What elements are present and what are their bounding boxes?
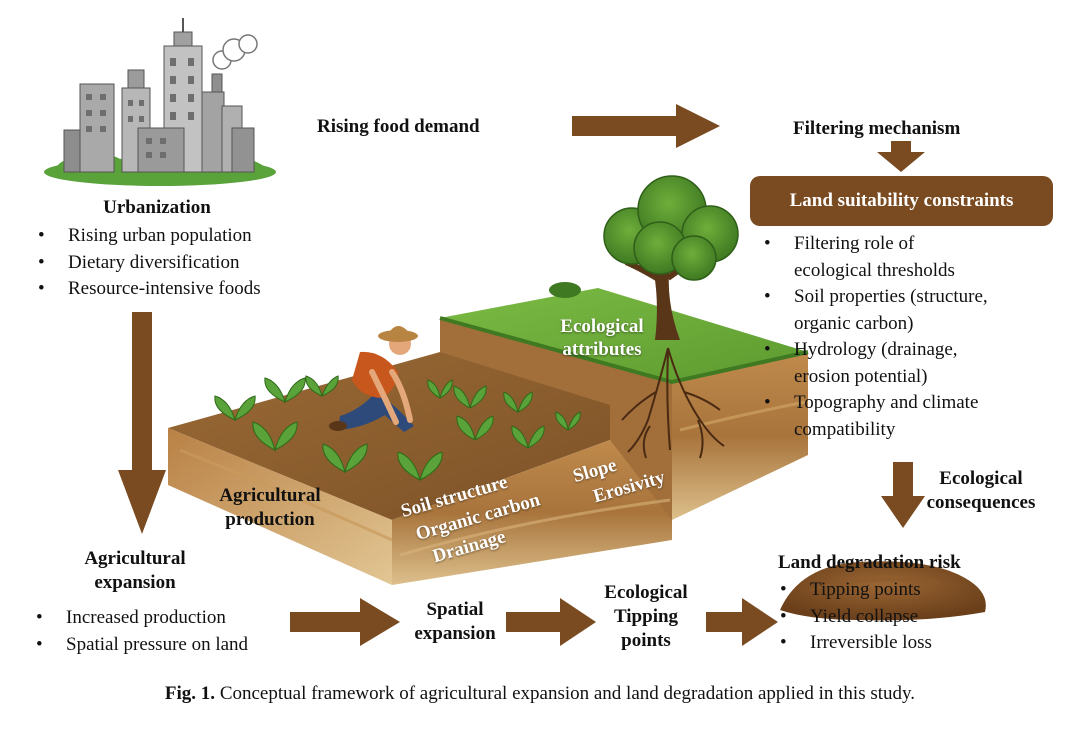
list-item: Spatial pressure on land xyxy=(32,632,302,659)
list-item: Yield collapse xyxy=(776,604,1016,631)
rising-food-demand-label: Rising food demand xyxy=(317,116,480,137)
urbanization-bullets: Rising urban population Dietary diversif… xyxy=(34,223,324,303)
figure-caption-text: Conceptual framework of agricultural exp… xyxy=(215,683,916,704)
land-degradation-bullets: Tipping points Yield collapse Irreversib… xyxy=(776,577,1016,657)
ecological-consequences-label: Ecological consequences xyxy=(926,468,1036,513)
list-item: Hydrology (drainage,erosion potential) xyxy=(760,337,1060,390)
arrows xyxy=(118,104,925,646)
arrow-expansion-to-spatial xyxy=(290,598,400,646)
list-item: Dietary diversification xyxy=(34,250,324,277)
crop-plants xyxy=(214,375,581,482)
tree-icon xyxy=(603,175,739,340)
agricultural-production-label: Agricultural production xyxy=(219,485,321,530)
arrow-tipping-to-degradation xyxy=(706,598,778,646)
urbanization-title: Urbanization xyxy=(103,197,211,218)
farmer-icon xyxy=(329,326,418,432)
ecological-attributes-label: Ecological attributes xyxy=(560,316,644,360)
land-degradation-title: Land degradation risk xyxy=(778,552,961,573)
city-skyline-icon xyxy=(44,18,276,186)
arrow-filter-down xyxy=(877,141,925,172)
list-item: Increased production xyxy=(32,605,302,632)
figure-caption: Fig. 1. Conceptual framework of agricult… xyxy=(0,683,1080,705)
spatial-expansion-label: Spatial expansion xyxy=(414,599,496,644)
agricultural-expansion-bullets: Increased production Spatial pressure on… xyxy=(32,605,302,658)
ecological-tipping-points-label: Ecological Tipping points xyxy=(604,582,688,651)
list-item: Resource-intensive foods xyxy=(34,276,324,303)
figure-caption-label: Fig. 1. xyxy=(164,683,216,704)
agricultural-expansion-title: Agricultural expansion xyxy=(84,548,186,593)
arrow-urban-down xyxy=(118,312,166,534)
arrow-suitability-down xyxy=(881,462,925,528)
arrow-food-to-filter xyxy=(572,104,720,148)
land-suitability-box: Land suitability constraints xyxy=(750,176,1053,226)
arrow-spatial-to-tipping xyxy=(506,598,596,646)
crop-plant-icon xyxy=(214,375,581,482)
list-item: Soil properties (structure,organic carbo… xyxy=(760,284,1060,337)
list-item: Tipping points xyxy=(776,577,1016,604)
list-item: Rising urban population xyxy=(34,223,324,250)
list-item: Irreversible loss xyxy=(776,630,1016,657)
farm-block-illustration xyxy=(168,282,809,585)
filtering-mechanism-label: Filtering mechanism xyxy=(793,118,961,139)
